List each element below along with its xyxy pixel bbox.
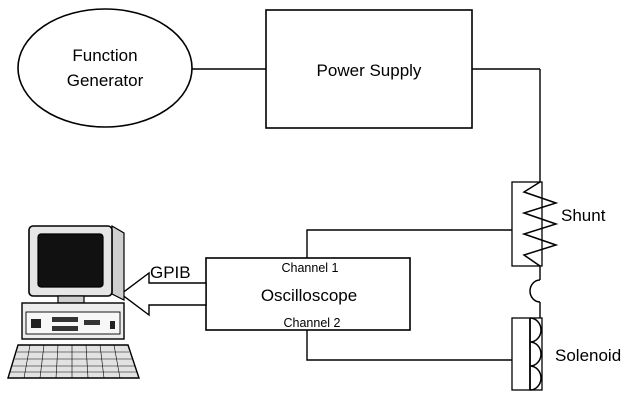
- monitor-neck: [57, 295, 85, 304]
- wiring: [192, 68, 541, 361]
- computer-icon: [7, 224, 140, 379]
- monitor-side: [111, 224, 125, 301]
- wire-channel1-to-shunt: [306, 229, 512, 258]
- drive-bay-2: [52, 326, 78, 331]
- oscilloscope: Channel 1 Oscilloscope Channel 2: [205, 257, 411, 331]
- system-unit-bezel: [25, 311, 121, 335]
- drive-bay-3: [84, 320, 100, 325]
- shunt-resistor-zigzag: [521, 181, 559, 267]
- monitor-screen: [37, 233, 104, 288]
- function-generator-ellipse: [17, 8, 193, 128]
- gpib-link: GPIB: [119, 263, 207, 317]
- shunt-label: Shunt: [561, 206, 606, 225]
- power-supply-box: [265, 9, 473, 129]
- power-button: [31, 319, 41, 328]
- keyboard-keys: [10, 344, 137, 379]
- function-generator: Function Generator: [17, 8, 193, 128]
- function-generator-label-line1: Function: [72, 46, 137, 65]
- drive-bay-1: [52, 317, 78, 322]
- oscilloscope-label: Oscilloscope: [261, 286, 357, 305]
- shunt: Shunt: [511, 181, 606, 280]
- power-supply: Power Supply: [265, 9, 473, 129]
- oscilloscope-channel1-label: Channel 1: [282, 261, 339, 275]
- solenoid-box: [511, 317, 543, 391]
- solenoid: Solenoid: [511, 279, 621, 391]
- gpib-label: GPIB: [150, 263, 191, 282]
- wire-channel2-to-solenoid: [306, 330, 512, 361]
- solenoid-coil: [529, 317, 542, 391]
- solenoid-label: Solenoid: [555, 346, 621, 365]
- status-led: [110, 321, 115, 329]
- gpib-arrow-icon: [119, 271, 207, 317]
- solenoid-connector-loop: [529, 279, 541, 303]
- power-supply-label: Power Supply: [317, 61, 422, 80]
- oscilloscope-channel2-label: Channel 2: [284, 316, 341, 330]
- function-generator-label-line2: Generator: [67, 71, 144, 90]
